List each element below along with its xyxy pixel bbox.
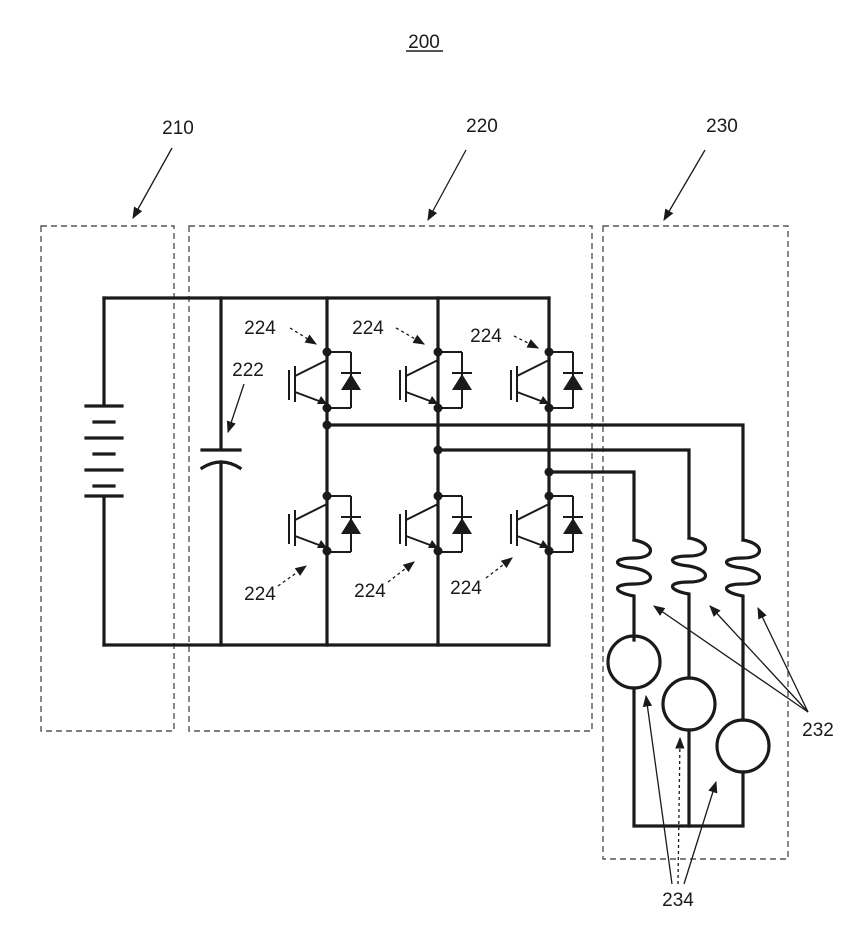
battery-section-box xyxy=(41,226,174,731)
inverter-section-box xyxy=(189,226,592,731)
switch-q1-arrow xyxy=(290,328,316,344)
switch-q5-label: 224 xyxy=(354,581,386,602)
switch-q6-arrow xyxy=(486,558,512,578)
motor-section-label: 230 xyxy=(706,116,738,137)
battery-icon xyxy=(86,298,122,645)
back-emf-arrow-2 xyxy=(678,738,680,884)
switch-q1-label: 224 xyxy=(244,318,276,339)
figure-number: 200 xyxy=(408,32,440,53)
switch-q2-label: 224 xyxy=(352,318,384,339)
phase-a-output-wire xyxy=(327,425,743,540)
back-emf-b-icon xyxy=(663,678,715,730)
switch-q6-label: 224 xyxy=(450,578,482,599)
inductor-arrow-1 xyxy=(654,606,808,712)
motor-section-arrow xyxy=(664,150,705,220)
battery-section-arrow xyxy=(133,148,172,218)
inductor-c-icon xyxy=(618,540,651,640)
switch-q5-icon xyxy=(400,496,472,552)
switch-q3-icon xyxy=(511,352,583,408)
phase-leg-1 xyxy=(323,298,332,645)
switch-q2-icon xyxy=(400,352,472,408)
phase-b-output-wire xyxy=(438,450,689,538)
switch-q3-arrow xyxy=(514,336,538,348)
switch-q4-arrow xyxy=(278,566,306,586)
back-emf-c-icon xyxy=(608,636,660,688)
inductor-label: 232 xyxy=(802,720,834,741)
switch-q2-arrow xyxy=(396,328,424,344)
capacitor-arrow xyxy=(228,384,244,432)
switch-q4-icon xyxy=(289,496,361,552)
switch-q3-label: 224 xyxy=(470,326,502,347)
back-emf-a-icon xyxy=(717,720,769,772)
capacitor-icon xyxy=(202,298,240,645)
inverter-section-arrow xyxy=(428,150,466,220)
inductor-b-icon xyxy=(673,538,706,678)
capacitor-label: 222 xyxy=(232,360,264,381)
inverter-section-label: 220 xyxy=(466,116,498,137)
back-emf-label: 234 xyxy=(662,890,694,911)
inductor-arrow-3 xyxy=(758,608,808,712)
back-emf-arrow-1 xyxy=(646,696,672,884)
switch-q1-icon xyxy=(289,352,361,408)
phase-leg-2 xyxy=(434,298,443,645)
inductor-arrow-2 xyxy=(710,606,808,712)
battery-section-label: 210 xyxy=(162,118,194,139)
switch-q5-arrow xyxy=(388,562,414,582)
switch-q4-label: 224 xyxy=(244,584,276,605)
switch-q6-icon xyxy=(511,496,583,552)
